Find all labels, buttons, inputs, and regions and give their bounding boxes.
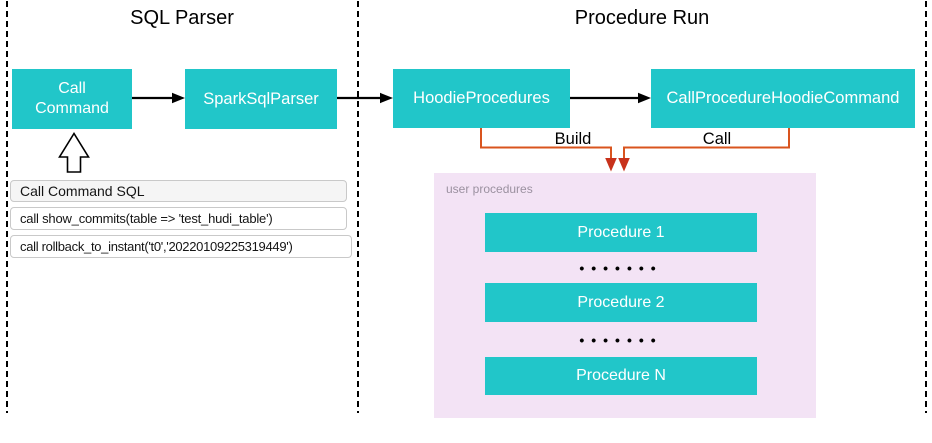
edge-label-call: Call bbox=[702, 130, 732, 148]
user-procedures-container: user procedures Procedure 1 ••••••• Proc… bbox=[434, 173, 816, 418]
user-procedures-label: user procedures bbox=[446, 182, 533, 196]
build-arrowhead bbox=[605, 158, 617, 172]
arrow-call-command-to-sparksqlparser bbox=[132, 92, 185, 104]
ellipsis-dots: ••••••• bbox=[579, 260, 663, 276]
node-call-procedure-hoodie-command: CallProcedureHoodieCommand bbox=[651, 69, 915, 128]
node-spark-sql-parser: SparkSqlParser bbox=[185, 69, 337, 129]
node-procedure-n: Procedure N bbox=[485, 357, 757, 395]
up-arrow-icon bbox=[58, 131, 90, 173]
sql-table-header: Call Command SQL bbox=[10, 180, 347, 202]
ellipsis-dots: ••••••• bbox=[579, 332, 663, 348]
arrow-hoodieprocedures-to-callprocedure bbox=[570, 92, 651, 104]
edge-label-build: Build bbox=[554, 130, 592, 148]
sql-table-row: call rollback_to_instant('t0','202201092… bbox=[10, 235, 352, 258]
node-procedure-1: Procedure 1 bbox=[485, 213, 757, 252]
section-title-procedure-run: Procedure Run bbox=[574, 7, 710, 29]
call-arrowhead bbox=[618, 158, 630, 172]
node-procedure-2: Procedure 2 bbox=[485, 283, 757, 322]
node-hoodie-procedures: HoodieProcedures bbox=[393, 69, 570, 128]
sql-table-row: call show_commits(table => 'test_hudi_ta… bbox=[10, 207, 347, 230]
node-call-command: Call Command bbox=[12, 69, 132, 129]
section-title-sql-parser: SQL Parser bbox=[130, 7, 234, 29]
arrow-sparksqlparser-to-hoodieprocedures bbox=[337, 92, 393, 104]
